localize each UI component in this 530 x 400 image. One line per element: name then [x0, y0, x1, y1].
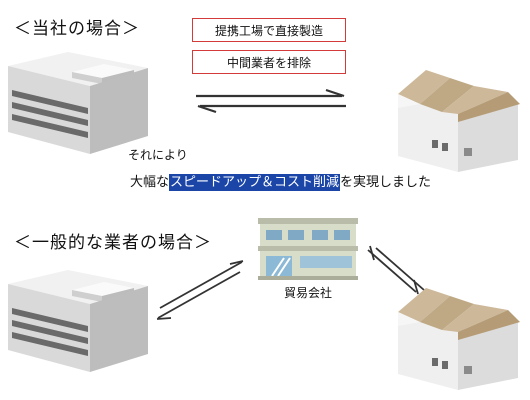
- caption-prefix: 大幅な: [130, 175, 170, 190]
- factory-icon: [398, 70, 520, 172]
- caption-highlight: スピードアップ＆コスト削減: [169, 174, 341, 191]
- section1-title: ＜当社の場合＞: [14, 19, 140, 39]
- trading-company-label: 貿易会社: [284, 286, 333, 300]
- direct-manufacturing-box: 提携工場で直接製造: [192, 18, 346, 42]
- result-caption: 大幅なスピードアップ＆コスト削減を実現しました: [130, 171, 432, 191]
- caption-suffix: を実現しました: [340, 175, 432, 190]
- eliminate-middleman-box: 中間業者を排除: [192, 50, 346, 74]
- caption-intro: それにより: [128, 148, 188, 162]
- office-building-icon: [8, 52, 148, 154]
- office-building-icon: [8, 270, 148, 372]
- bidirectional-arrow-icon: [367, 245, 425, 295]
- bidirectional-arrow-icon: [196, 88, 346, 114]
- bidirectional-arrow-icon: [156, 260, 244, 320]
- factory-icon: [398, 288, 520, 390]
- section2-title: ＜一般的な業者の場合＞: [14, 233, 212, 253]
- trading-company-building-icon: [258, 218, 358, 280]
